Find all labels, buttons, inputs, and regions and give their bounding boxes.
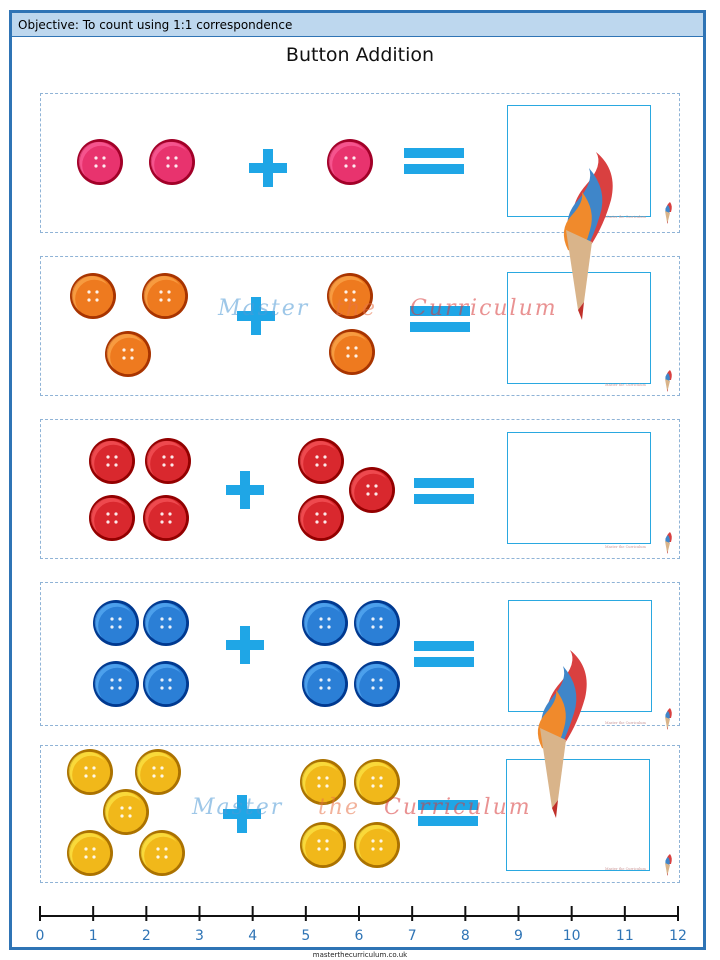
button-icon xyxy=(326,272,374,324)
addition-row xyxy=(40,745,680,883)
footer-url: masterthecurriculum.co.uk xyxy=(312,951,408,959)
button-icon xyxy=(142,599,190,651)
addition-row xyxy=(40,582,680,726)
number-line-label: 10 xyxy=(562,928,581,944)
button-icon xyxy=(348,466,396,518)
button-icon xyxy=(299,758,347,810)
button-icon xyxy=(88,437,136,489)
answer-box[interactable] xyxy=(507,432,651,544)
pencil-logo-icon xyxy=(537,650,587,818)
watermark-word-the-2: the xyxy=(318,795,361,820)
pencil-icon xyxy=(663,200,675,228)
addition-row xyxy=(40,93,680,233)
button-icon xyxy=(326,138,374,190)
number-line-label: 12 xyxy=(669,928,687,944)
button-icon xyxy=(92,599,140,651)
number-line-label: 3 xyxy=(195,928,204,944)
number-line-label: 0 xyxy=(35,928,45,944)
plus-icon xyxy=(223,795,261,837)
button-icon xyxy=(88,494,136,546)
number-line-label: 2 xyxy=(141,928,151,944)
number-line-label: 5 xyxy=(301,928,311,944)
watermark-word-curriculum-2: Curriculum xyxy=(384,795,532,820)
button-icon xyxy=(301,599,349,651)
button-icon xyxy=(142,660,190,712)
watermark-word-curriculum-1: Curriculum xyxy=(410,296,558,321)
button-icon xyxy=(353,758,401,810)
plus-icon xyxy=(226,471,264,513)
addition-row xyxy=(40,419,680,559)
button-icon xyxy=(353,821,401,873)
plus-icon xyxy=(237,297,275,339)
number-line-label: 8 xyxy=(460,928,470,944)
button-icon xyxy=(299,821,347,873)
pencil-icon xyxy=(663,368,675,396)
number-line-label: 7 xyxy=(407,928,417,944)
button-icon xyxy=(328,328,376,380)
equals-icon xyxy=(418,800,478,832)
button-icon xyxy=(142,494,190,546)
mini-brand-text: Master the Curriculum xyxy=(605,867,646,871)
button-icon xyxy=(353,660,401,712)
equals-icon xyxy=(404,148,464,180)
number-line-label: 11 xyxy=(615,928,634,944)
answer-box[interactable] xyxy=(506,759,650,871)
button-icon xyxy=(66,829,114,881)
button-icon xyxy=(144,437,192,489)
mini-brand-text: Master the Curriculum xyxy=(605,383,646,387)
equals-icon xyxy=(414,641,474,673)
pencil-icon xyxy=(663,706,675,734)
pencil-icon xyxy=(663,852,675,880)
button-icon xyxy=(69,272,117,324)
button-icon xyxy=(134,748,182,800)
button-icon xyxy=(297,494,345,546)
number-line-label: 9 xyxy=(514,928,523,944)
button-icon xyxy=(66,748,114,800)
addition-row xyxy=(40,256,680,396)
button-icon xyxy=(301,660,349,712)
button-icon xyxy=(353,599,401,651)
button-icon xyxy=(138,829,186,881)
plus-icon xyxy=(249,149,287,191)
number-line-label: 4 xyxy=(248,928,258,944)
button-icon xyxy=(76,138,124,190)
equals-icon xyxy=(414,478,474,510)
mini-brand-text: Master the Curriculum xyxy=(605,545,646,549)
watermark-word-master-2: Master xyxy=(192,795,284,820)
number-line xyxy=(39,906,679,921)
watermark-word-master-1: Master xyxy=(218,296,310,321)
page-frame xyxy=(9,10,706,950)
watermark-word-the-1: the xyxy=(335,296,378,321)
pencil-icon xyxy=(663,530,675,558)
equals-icon xyxy=(410,306,470,338)
button-icon xyxy=(148,138,196,190)
button-icon xyxy=(104,330,152,382)
button-icon xyxy=(297,437,345,489)
button-icon xyxy=(141,272,189,324)
plus-icon xyxy=(226,626,264,668)
page-title: Button Addition xyxy=(285,44,435,66)
objective-bar: Objective: To count using 1:1 correspond… xyxy=(12,13,703,37)
button-icon xyxy=(102,788,150,840)
pencil-logo-icon xyxy=(563,152,613,320)
number-line-label: 6 xyxy=(354,928,364,944)
number-line-label: 1 xyxy=(88,928,98,944)
mini-brand-text: Master the Curriculum xyxy=(605,215,646,219)
mini-brand-text: Master the Curriculum xyxy=(605,721,646,725)
button-icon xyxy=(92,660,140,712)
